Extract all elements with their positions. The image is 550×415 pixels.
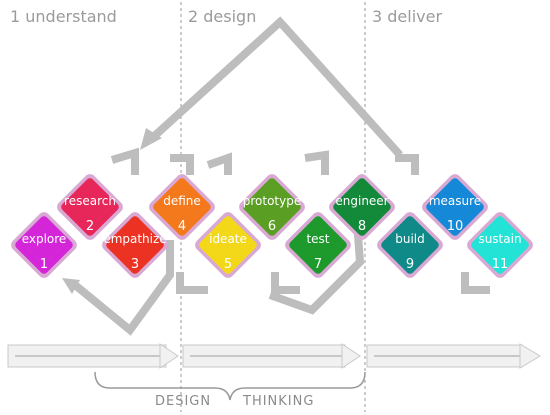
step-label: research [64,194,116,208]
connector-7-8 [271,272,300,294]
step-label: measure [429,194,481,208]
diamond-fill [15,216,73,274]
connector-9-10 [395,154,419,175]
bottom-feedback-arrowhead [62,278,80,294]
step-number: 9 [406,257,414,272]
diamond-fill [199,216,257,274]
connector-2-1 [110,147,139,175]
bottom-feedback-arrow [72,240,174,336]
step-number: 10 [447,219,464,234]
connector-4-3 [170,154,194,175]
step-number: 8 [358,219,366,234]
top-feedback-arrowhead [140,128,162,150]
step-diamond-test: test 7 [285,212,351,278]
connector-5-4 [206,152,232,175]
step-number: 5 [224,257,232,272]
diamond-fill [106,216,164,274]
step-label: sustain [478,232,521,246]
footer-design-label: DESIGN [155,394,212,409]
diamond-fill [381,216,439,274]
step-diamond-ideate: ideate 5 [195,212,261,278]
top-feedback-arrow [147,16,403,158]
diamond-fill [471,216,529,274]
timeline-arrow-understand [7,343,179,369]
timeline-arrow-design [182,343,361,369]
step-label: ideate [209,232,247,246]
diamond-fill [243,178,301,236]
step-diamond-prototype: prototype 6 [239,174,305,240]
connector-8-6 [304,150,329,175]
step-diamond-build: build 9 [377,212,443,278]
step-label: empathize [103,232,166,246]
timeline-arrow-deliver [366,343,541,369]
diamond-fill [333,178,391,236]
step-diamond-define: define 4 [149,174,215,240]
step-label: explore [22,232,67,246]
step-number: 7 [314,257,322,272]
step-number: 4 [178,219,186,234]
feedback-arrowheads [62,128,162,294]
step-label: prototype [243,194,301,208]
connector-arrows [110,147,490,294]
diamond-fill [289,216,347,274]
step-number: 1 [40,257,48,272]
connector-6-5 [176,272,208,294]
step-label: define [163,194,201,208]
step-label: engineer [335,194,388,208]
diamond-fill [61,178,119,236]
step-diamond-sustain: sustain 11 [467,212,533,278]
step-label: build [395,232,425,246]
phase-understand-label: 1 understand [10,7,117,26]
step-diamond-empathize: empathize 3 [102,212,168,278]
phase-design-label: 2 design [188,7,257,26]
diamond-fill [426,178,484,236]
step-diamonds: explore 1 research 2 empathize 3 define 4 ideate… [11,174,533,278]
timeline [7,343,541,369]
footer-thinking-label: THINKING [243,394,315,409]
step-number: 3 [131,257,139,272]
design-thinking-brace [94,371,366,401]
diamond-fill [153,178,211,236]
feedback-loops [72,16,403,336]
step-diamond-explore: explore 1 [11,212,77,278]
connector-11-9 [461,272,490,294]
step-number: 2 [86,219,94,234]
step-label: test [306,232,329,246]
step-diamond-measure: measure 10 [422,174,488,240]
step-number: 11 [492,257,509,272]
step-diamond-research: research 2 [57,174,123,240]
step-number: 6 [268,219,276,234]
phase-deliver-label: 3 deliver [372,7,443,26]
step-diamond-engineer: engineer 8 [329,174,395,240]
